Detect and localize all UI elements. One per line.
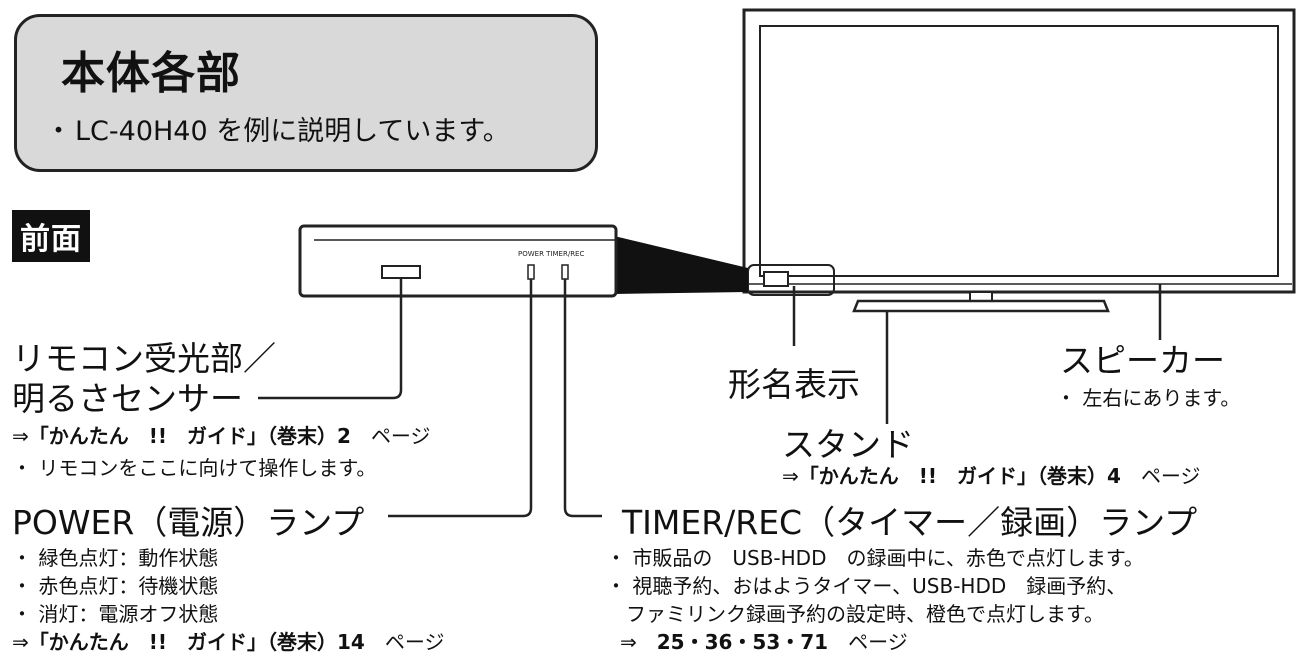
tv-model-plate [763, 271, 789, 287]
tv-screen [759, 25, 1279, 277]
panel-timer-lamp [561, 264, 569, 280]
subtitle-bullet: ・ [45, 116, 72, 147]
timer-lamp-note-3: ファミリンク録画予約の設定時、橙色で点灯します。 [606, 602, 1104, 626]
timer-lamp-ref: ⇒ 25・36・53・71 ページ [620, 626, 908, 655]
model-label-title: 形名表示 [728, 365, 860, 404]
magnify-wedge [614, 236, 748, 294]
page-subtitle: ・LC-40H40 を例に説明しています。 [45, 109, 510, 148]
ref-suffix: ページ [384, 630, 445, 654]
ref-suffix: ページ [370, 424, 431, 448]
ref-arrow: ⇒ [620, 630, 637, 654]
remote-sensor-note: ・ リモコンをここに向けて操作します。 [12, 456, 377, 480]
leader-power-lamp [388, 279, 533, 518]
timer-lamp-note-1: ・ 市販品の USB-HDD の録画中に、赤色で点灯します。 [606, 546, 1144, 570]
leader-timer-lamp [563, 279, 602, 518]
ref-guide[interactable]: 「かんたん !! ガイド」（巻末）2 [28, 424, 351, 448]
speaker-note: ・ 左右にあります。 [1056, 386, 1241, 410]
panel-closeup [298, 224, 618, 298]
ref-guide[interactable]: 「かんたん !! ガイド」（巻末）4 [798, 464, 1121, 488]
ref-arrow: ⇒ [12, 424, 29, 448]
power-lamp-title: POWER（電源）ランプ [12, 503, 365, 542]
panel-sensor-window [381, 265, 421, 279]
ref-guide[interactable]: 「かんたん !! ガイド」（巻末）14 [28, 630, 365, 654]
stand-base [852, 299, 1110, 313]
remote-sensor-title-line1: リモコン受光部／ [12, 339, 276, 378]
timer-lamp-title: TIMER/REC（タイマー／録画）ランプ [622, 503, 1198, 542]
remote-sensor-ref: ⇒「かんたん !! ガイド」（巻末）2 ページ [12, 420, 431, 449]
power-lamp-note-1: ・ 緑色点灯：動作状態 [12, 546, 219, 570]
ref-suffix: ページ [848, 630, 908, 654]
ref-suffix: ページ [1140, 464, 1201, 488]
panel-power-lamp [527, 264, 535, 280]
section-label-front: 前面 [12, 210, 90, 262]
title-box: 本体各部 ・LC-40H40 を例に説明しています。 [14, 14, 598, 172]
power-lamp-note-3: ・ 消灯：電源オフ状態 [12, 602, 219, 626]
stand-neck [969, 291, 993, 302]
speaker-title: スピーカー [1060, 341, 1225, 380]
subtitle-text: LC-40H40 を例に説明しています。 [75, 116, 510, 147]
power-lamp-note-2: ・ 赤色点灯：待機状態 [12, 574, 219, 598]
power-lamp-ref: ⇒「かんたん !! ガイド」（巻末）14 ページ [12, 626, 444, 655]
ref-pages[interactable]: 25・36・53・71 [656, 630, 829, 654]
timer-lamp-note-2: ・ 視聴予約、おはようタイマー、USB-HDD 録画予約、 [606, 574, 1127, 598]
stand-title: スタンド [782, 425, 914, 464]
stand-ref: ⇒「かんたん !! ガイド」（巻末）4 ページ [782, 460, 1201, 489]
panel-lamp-label: POWER TIMER/REC [518, 250, 584, 258]
page-title: 本体各部 [61, 48, 241, 99]
leader-remote-sensor [258, 278, 403, 400]
ref-arrow: ⇒ [12, 630, 29, 654]
ref-arrow: ⇒ [782, 464, 799, 488]
remote-sensor-title-line2: 明るさセンサー [12, 379, 243, 418]
